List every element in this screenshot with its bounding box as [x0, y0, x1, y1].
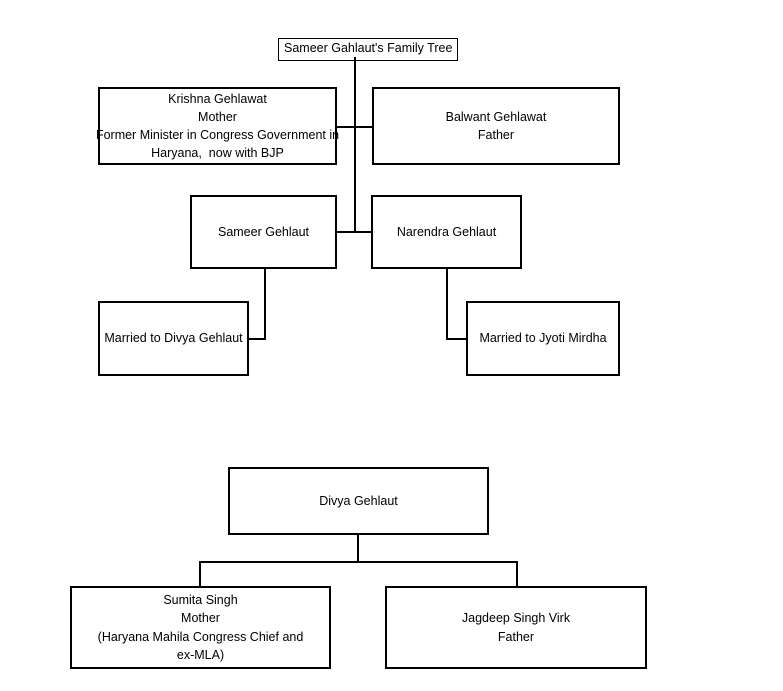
connector-lower-bar	[199, 561, 518, 563]
node-father-balwant[interactable]: Balwant Gehlawat Father	[372, 87, 620, 165]
node-divya-root-name: Divya Gehlaut	[319, 493, 398, 508]
node-jagdeep-singh-virk[interactable]: Jagdeep Singh Virk Father	[385, 586, 647, 669]
connector-son-1-drop	[264, 269, 266, 340]
node-mother-note-1: Former Minister in Congress Government i…	[95, 128, 340, 142]
node-jagdeep-name: Jagdeep Singh Virk	[461, 611, 571, 626]
connector-son-2-drop	[446, 269, 448, 340]
node-spouse-divya-label: Married to Divya Gehlaut	[104, 331, 243, 346]
node-sumita-note-1: (Haryana Mahila Congress Chief and	[97, 629, 304, 644]
connector-son-2-to-spouse	[446, 338, 467, 340]
connector-spine-to-father	[354, 126, 374, 128]
connector-spine-main	[354, 57, 356, 233]
node-son-sameer[interactable]: Sameer Gehlaut	[190, 195, 337, 269]
node-spouse-jyoti-label: Married to Jyoti Mirdha	[479, 331, 607, 346]
connector-lower-to-father	[516, 561, 518, 587]
node-sumita-note-2: ex-MLA)	[176, 647, 225, 662]
node-sumita-singh[interactable]: Sumita Singh Mother (Haryana Mahila Cong…	[70, 586, 331, 669]
connector-lower-to-mother	[199, 561, 201, 587]
node-mother-note-2: Haryana, now with BJP	[151, 146, 284, 161]
node-father-name: Balwant Gehlawat	[445, 109, 547, 124]
node-jagdeep-relation: Father	[497, 629, 535, 644]
node-mother-krishna[interactable]: Krishna Gehlawat Mother Former Minister …	[95, 87, 340, 165]
connector-spine-to-son-2	[354, 231, 373, 233]
node-divya-root[interactable]: Divya Gehlaut	[228, 467, 489, 535]
connector-son-1-to-spouse	[247, 338, 266, 340]
node-spouse-divya[interactable]: Married to Divya Gehlaut	[98, 301, 249, 376]
node-mother-name: Krishna Gehlawat	[168, 91, 267, 106]
connector-lower-root-drop	[357, 535, 359, 563]
node-mother-relation: Mother	[198, 109, 237, 124]
connector-spine-to-son-1	[337, 231, 356, 233]
connector-spine-to-mother	[336, 126, 356, 128]
node-son-sameer-name: Sameer Gehlaut	[217, 224, 310, 239]
node-sumita-relation: Mother	[181, 611, 220, 626]
node-spouse-jyoti[interactable]: Married to Jyoti Mirdha	[466, 301, 620, 376]
node-father-relation: Father	[477, 128, 515, 142]
node-son-narendra-name: Narendra Gehlaut	[396, 224, 497, 239]
diagram-title: Sameer Gahlaut's Family Tree	[278, 38, 459, 61]
node-son-narendra[interactable]: Narendra Gehlaut	[371, 195, 522, 269]
node-sumita-name: Sumita Singh	[163, 593, 238, 608]
